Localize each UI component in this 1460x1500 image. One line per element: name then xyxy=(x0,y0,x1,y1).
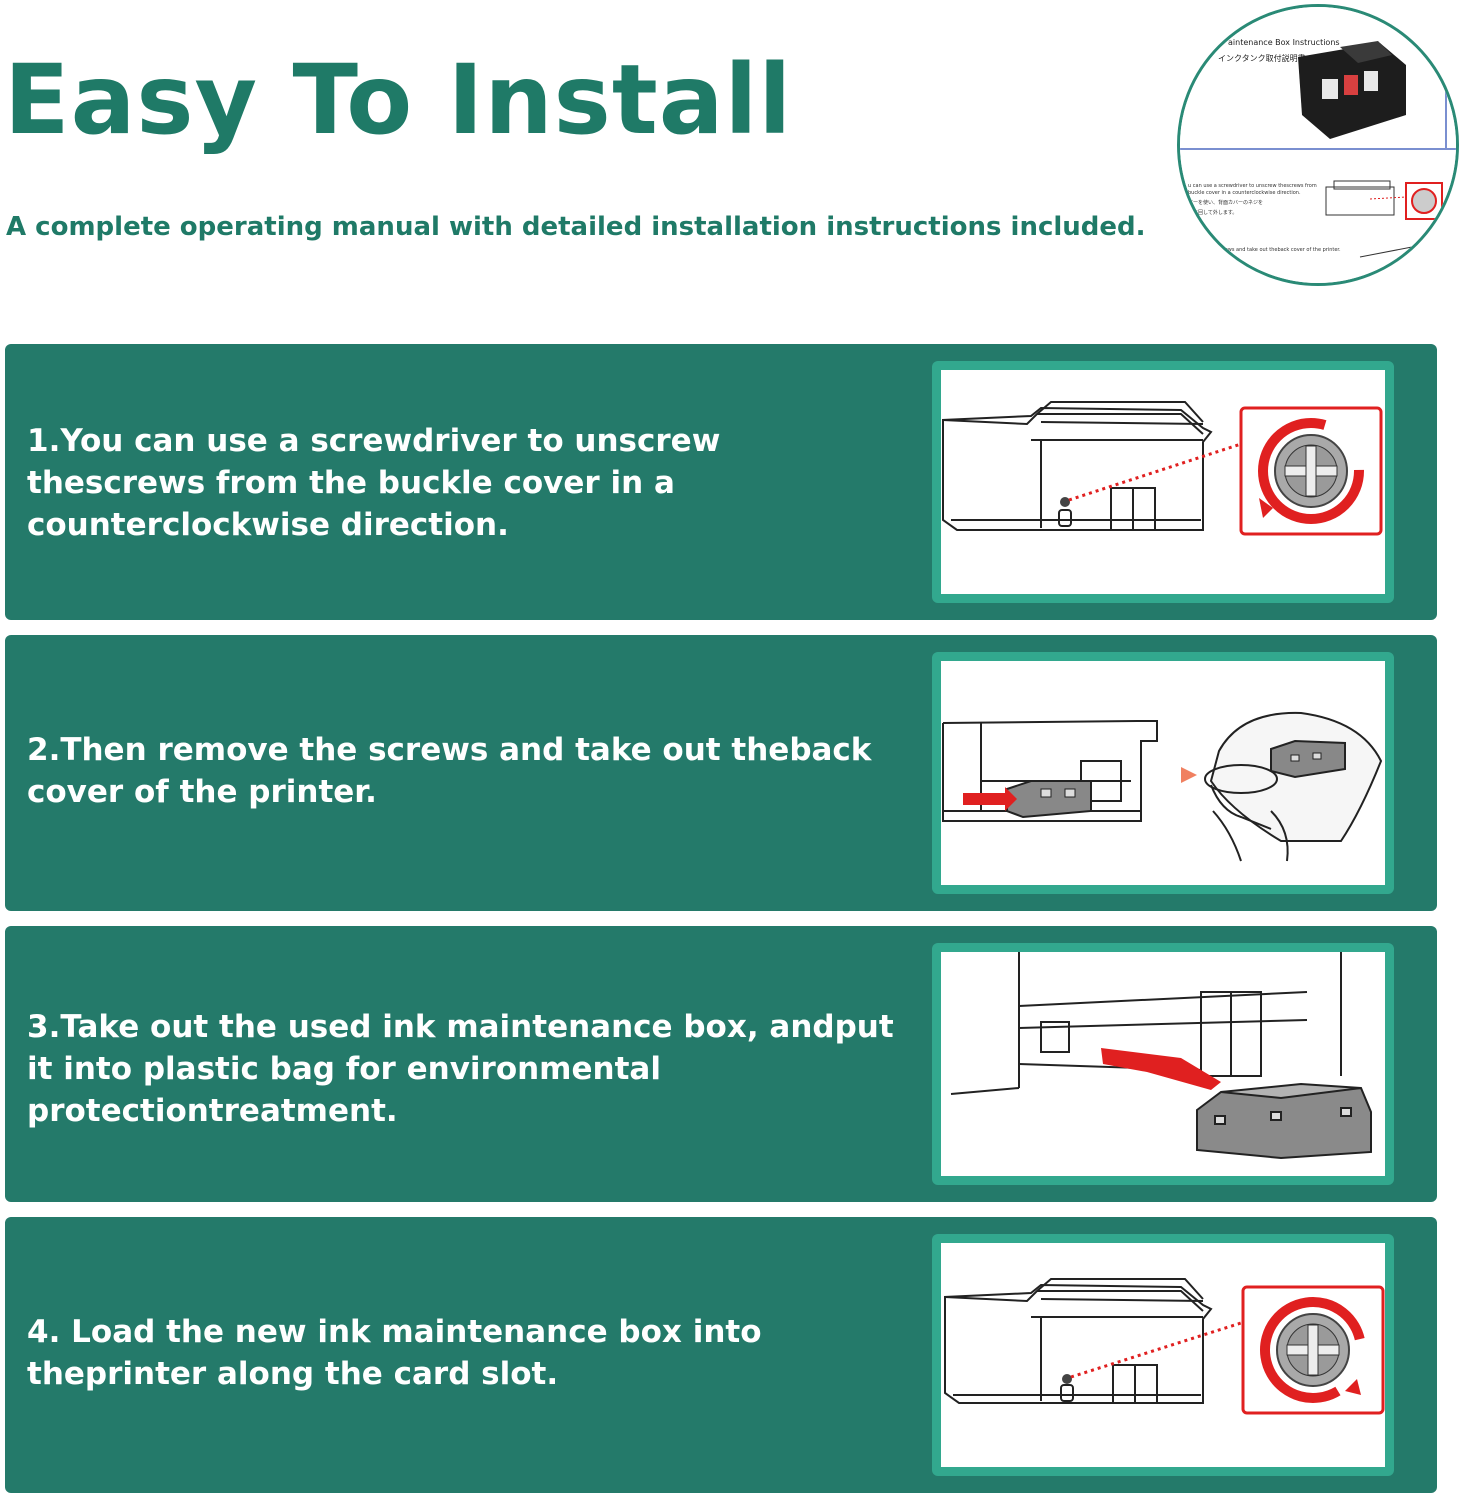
manual-heading-jp: インクタンク取付説明書 xyxy=(1218,53,1306,63)
svg-text:crews and take out theback cov: crews and take out theback cover of the … xyxy=(1220,247,1341,253)
svg-text:u can use a screwdriver to uns: u can use a screwdriver to unscrew thesc… xyxy=(1188,183,1317,189)
step-illustration-frame-2 xyxy=(932,652,1394,894)
printer-screw-counterclockwise-icon xyxy=(942,401,1383,536)
step-illustration-frame-3 xyxy=(932,943,1394,1185)
pull-out-maintenance-box-icon xyxy=(950,952,1372,1160)
step-illustration-frame-1 xyxy=(932,361,1394,603)
step-illustration-frame-4 xyxy=(932,1234,1394,1476)
printer-screw-clockwise-icon xyxy=(944,1278,1385,1415)
step-text-4: 4. Load the new ink maintenance box into… xyxy=(27,1314,762,1392)
step-text-3: 3.Take out the used ink maintenance box,… xyxy=(27,1009,894,1129)
step-panel-3: 3.Take out the used ink maintenance box,… xyxy=(5,926,1437,1202)
step-panel-1: 1.You can use a screwdriver to unscrew t… xyxy=(5,344,1437,620)
manual-preview-image: aintenance Box Instructions インクタンク取付説明書 … xyxy=(1177,4,1459,286)
step-panel-2: 2.Then remove the screws and take out th… xyxy=(5,635,1437,911)
page-title: Easy To Install xyxy=(4,44,793,156)
manual-heading: aintenance Box Instructions xyxy=(1228,38,1340,47)
svg-text:buckle cover in a counterclock: buckle cover in a counterclockwise direc… xyxy=(1188,190,1301,196)
step-text-1: 1.You can use a screwdriver to unscrew t… xyxy=(27,423,721,543)
mini-printer-icon xyxy=(1325,180,1407,216)
svg-text:バーを使い、背面カバーのネジを: バーを使い、背面カバーのネジを xyxy=(1188,199,1263,206)
step-text-2: 2.Then remove the screws and take out th… xyxy=(27,732,872,810)
maintenance-box-photo-icon xyxy=(1298,41,1406,139)
page-subtitle: A complete operating manual with detaile… xyxy=(6,212,1146,242)
svg-text:りに回して外します。: りに回して外します。 xyxy=(1188,209,1237,216)
remove-box-into-bag-icon xyxy=(942,711,1383,862)
step-panel-4: 4. Load the new ink maintenance box into… xyxy=(5,1217,1437,1493)
